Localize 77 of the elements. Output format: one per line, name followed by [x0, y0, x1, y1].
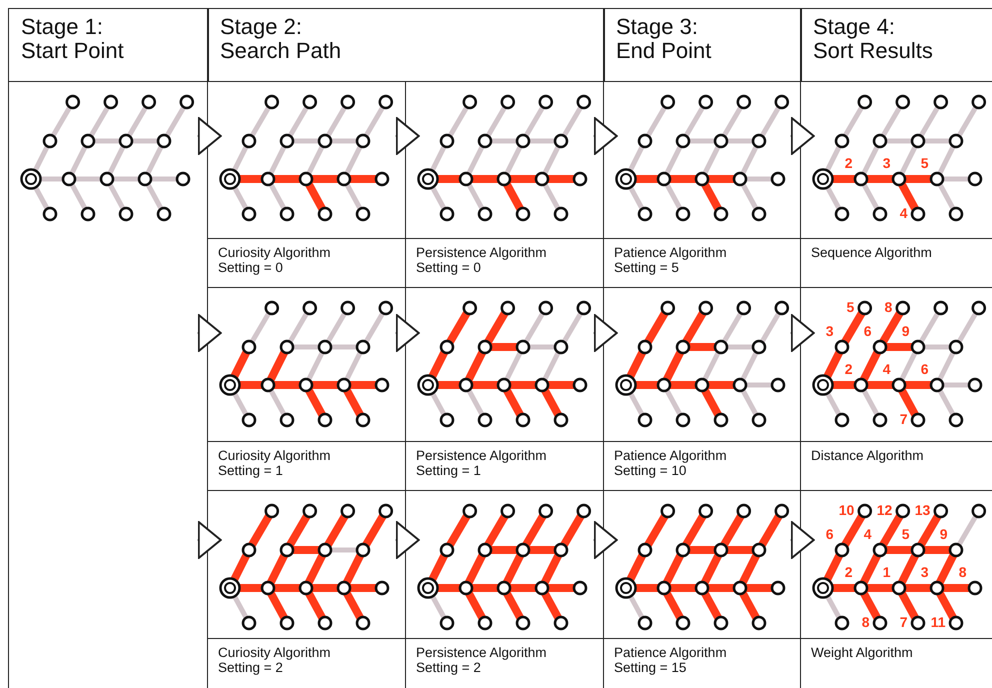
callout-number: 3	[882, 156, 890, 171]
callout-number: 4	[864, 527, 872, 542]
chevron-arrow	[790, 117, 815, 155]
chevron-arrow	[198, 117, 222, 155]
callout-number: 5	[902, 527, 910, 542]
panel	[800, 490, 992, 688]
panel	[800, 287, 992, 492]
panel	[207, 490, 406, 688]
algorithm-name: Persistence Algorithm	[416, 448, 548, 462]
algorithm-name: Patience Algorithm	[614, 448, 728, 462]
callout-number: 3	[920, 565, 928, 580]
panel	[603, 490, 802, 688]
callout-number: 9	[902, 324, 910, 339]
panel	[800, 81, 992, 288]
callout-number: 4	[882, 362, 890, 377]
column-header: Stage 3: End Point	[616, 15, 712, 63]
algorithm-name: Weight Algorithm	[811, 644, 914, 660]
chevron-arrow	[790, 521, 815, 559]
chevron-arrow	[594, 117, 618, 155]
callout-number: 11	[930, 615, 946, 630]
callout-number: 2	[844, 565, 852, 580]
callout-number: 6	[826, 527, 834, 542]
algorithm-name: Patience Algorithm	[614, 244, 728, 260]
panel	[8, 81, 208, 688]
callout-number: 2	[844, 362, 852, 377]
setting-value: Setting = 15	[614, 660, 686, 674]
chevron-arrow	[396, 521, 420, 559]
algorithm-name: Curiosity Algorithm	[218, 644, 332, 660]
chevron-arrow	[198, 314, 222, 352]
chevron-arrow	[198, 521, 222, 559]
panel	[603, 287, 802, 492]
callout-number: 1	[882, 565, 890, 580]
panel	[207, 81, 406, 288]
setting-value: Setting = 0	[218, 260, 283, 274]
column-header: Stage 2: Search Path	[220, 15, 342, 63]
callout-number: 6	[864, 324, 872, 339]
setting-value: Setting = 5	[614, 260, 679, 274]
algorithm-name: Distance Algorithm	[811, 448, 925, 462]
setting-value: Setting = 0	[416, 260, 482, 274]
algorithm-name: Curiosity Algorithm	[218, 448, 332, 462]
callout-number: 7	[900, 615, 908, 630]
callout-number: 5	[846, 300, 854, 315]
callout-number: 8	[884, 300, 892, 315]
callout-number: 5	[920, 156, 928, 171]
callout-number: 13	[914, 503, 930, 518]
setting-value: Setting = 2	[218, 660, 283, 674]
chevron-arrow	[396, 117, 420, 155]
callout-number: 7	[900, 412, 908, 427]
chevron-arrow	[594, 521, 618, 559]
algorithm-name: Sequence Algorithm	[811, 244, 933, 260]
panel	[603, 81, 802, 288]
callout-number: 2	[844, 156, 852, 171]
algorithm-name: Persistence Algorithm	[416, 244, 548, 260]
setting-value: Setting = 1	[416, 462, 482, 478]
callout-number: 3	[826, 324, 834, 339]
panel	[405, 490, 604, 688]
panel	[207, 287, 406, 492]
chevron-arrow	[790, 314, 815, 352]
chevron-arrow	[594, 314, 618, 352]
callout-number: 8	[958, 565, 966, 580]
setting-value: Setting = 10	[614, 462, 686, 478]
algorithm-name: Curiosity Algorithm	[218, 244, 332, 260]
callout-number: 10	[838, 503, 854, 518]
callout-number: 9	[940, 527, 948, 542]
column-header: Stage 4: Sort Results	[813, 15, 934, 63]
panel	[405, 287, 604, 492]
callout-number: 6	[920, 362, 928, 377]
callout-number: 12	[876, 503, 892, 518]
callout-number: 8	[862, 615, 870, 630]
chevron-arrow	[396, 314, 420, 352]
panel	[405, 81, 604, 288]
algorithm-name: Patience Algorithm	[614, 644, 728, 660]
algorithm-name: Persistence Algorithm	[416, 644, 548, 660]
setting-value: Setting = 1	[218, 462, 283, 478]
column-header: Stage 1: Start Point	[21, 15, 125, 63]
setting-value: Setting = 2	[416, 660, 482, 674]
callout-number: 4	[900, 206, 908, 221]
